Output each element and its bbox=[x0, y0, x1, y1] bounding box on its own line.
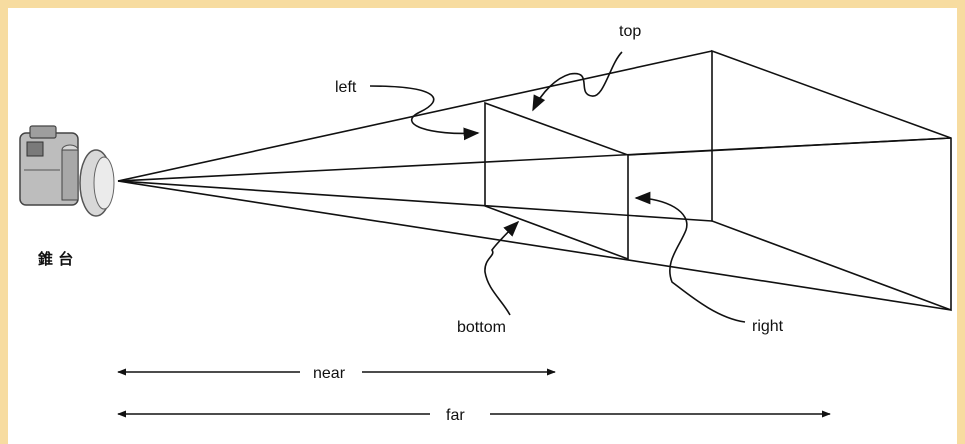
top-pointer bbox=[532, 51, 623, 112]
pointer-arrows bbox=[369, 51, 746, 323]
left-pointer bbox=[369, 85, 480, 141]
label-right: right bbox=[752, 318, 784, 335]
diagram-panel bbox=[8, 8, 957, 444]
distance-arrows bbox=[117, 368, 831, 418]
frustum-lines bbox=[117, 49, 952, 312]
label-far: far bbox=[446, 407, 465, 424]
camera-caption: 錐 台 bbox=[38, 250, 73, 268]
camera-icon bbox=[19, 125, 115, 217]
right-pointer bbox=[634, 191, 746, 323]
bottom-pointer bbox=[484, 220, 520, 316]
label-top: top bbox=[619, 23, 641, 40]
label-left: left bbox=[335, 79, 357, 96]
label-near: near bbox=[313, 365, 346, 382]
label-bottom: bottom bbox=[457, 319, 506, 336]
